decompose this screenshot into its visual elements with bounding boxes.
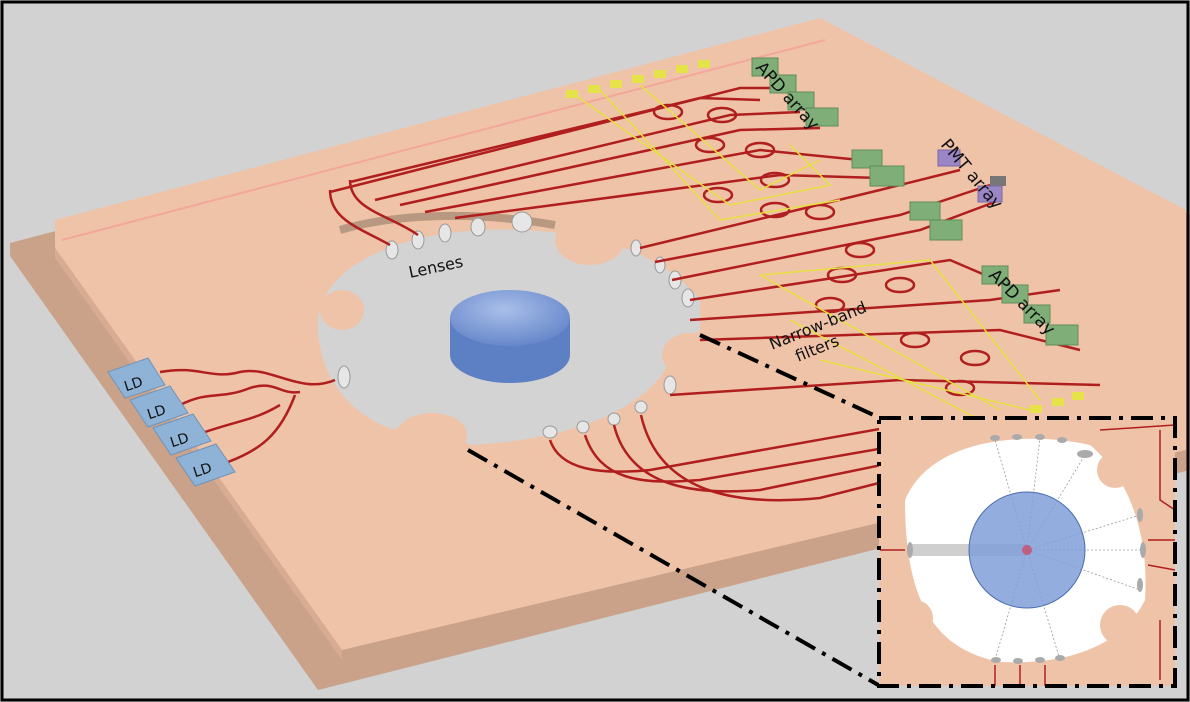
electrodes: [574, 84, 1041, 421]
waveguides: [159, 86, 1101, 502]
chip-edge-strip: [61, 39, 826, 241]
inset-border: [877, 416, 1177, 688]
ld-label: LD: [145, 402, 168, 423]
ld-block: LD: [175, 443, 236, 487]
pmt-array: [937, 149, 1006, 203]
ld-label: LD: [122, 374, 145, 395]
sample-cylinder: [450, 290, 570, 383]
ld-label: LD: [191, 460, 214, 481]
ld-array: LD LD LD LD: [107, 357, 236, 487]
ld-block: LD: [152, 413, 212, 456]
apd-array-bottom: [981, 265, 1079, 346]
apd-array-top: [751, 57, 963, 241]
ld-block: LD: [107, 357, 166, 399]
callout-lines: [467, 333, 881, 688]
ld-label: LD: [168, 430, 191, 451]
ring-resonators: [652, 103, 991, 397]
inset-top-view: [877, 416, 1177, 688]
electrode-pads: [566, 60, 1084, 413]
ld-block: LD: [129, 385, 189, 428]
